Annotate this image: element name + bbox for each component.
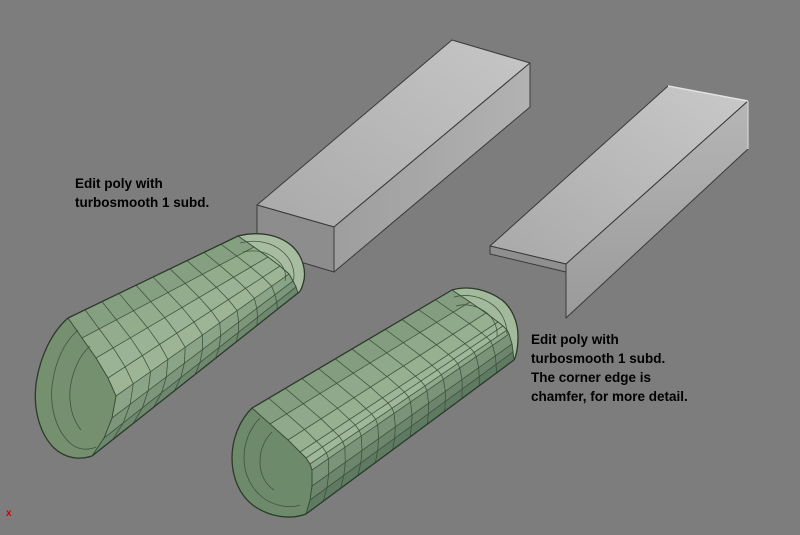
mesh-cap-edge [69,345,91,431]
mesh-cross-edge [435,299,498,373]
mesh-cross-edge [186,260,240,342]
mesh-cap-edge [259,431,275,491]
mesh-shading-strip [104,281,296,438]
mesh-shading-strip [270,302,486,440]
mesh-cap-edge [242,250,286,282]
mesh-cross-edge [301,378,363,476]
mesh-long-edge [107,265,281,379]
mesh-long-edge [299,321,499,453]
mesh-end-cap [238,233,305,293]
mesh-cap-silhouette [237,233,306,294]
mesh-cross-edge [101,301,152,424]
mesh-cross-edge [418,309,480,386]
sheet-base-mesh[interactable] [489,85,749,319]
mesh-long-edge [311,333,510,471]
mesh-cap-edge [455,304,498,338]
mesh-shading-strip [92,287,298,456]
mesh-shading-strip [68,236,254,338]
annotation-line: turbosmooth 1 subd. [75,195,210,210]
turbosmooth-chamfer-mesh[interactable] [231,287,519,518]
mesh-end-cap [35,318,117,459]
mesh-cap-edge [51,329,97,450]
mesh-shading-strip [288,313,498,452]
axis-x-label: x [6,508,12,519]
mesh-cross-edge [152,276,203,375]
mesh-cross-edge [268,397,330,502]
mesh-cross-edge [335,358,396,450]
mesh-cross-edge [401,319,463,399]
mesh-cross-edge [285,388,346,489]
annotation-line: The corner edge is [531,370,652,385]
mesh-cross-edge [318,368,380,463]
sheet-thickness-edge [489,245,567,273]
mesh-cap-edge [239,240,295,283]
mesh-long-edge [251,289,453,409]
mesh-cross-edge [351,348,413,438]
mesh-profile-edge [67,317,117,457]
mesh-long-edge [309,351,514,501]
annotation-line: turbosmooth 1 subd. [531,351,666,366]
mesh-long-edge [81,246,255,339]
mesh-long-edge [111,280,294,419]
mesh-cross-edge [135,284,186,391]
mesh-cross-edge [220,243,278,310]
mesh-shading-strip [82,247,268,358]
mesh-long-edge [269,301,471,425]
mesh-cap-edge [453,295,508,335]
mesh-long-edge [305,359,515,515]
mesh-shading-strip [300,322,503,458]
mesh-shading-strip [96,257,280,378]
mesh-long-edge [309,329,508,465]
mesh-cross-edge [169,268,222,359]
mesh-cross-edge [385,329,446,412]
annotation-line: Edit poly with [531,332,619,347]
mesh-shading-strip [252,290,470,424]
mesh-long-edge [91,292,299,457]
mesh-shading-strip [108,266,289,396]
mesh-cap-edge [243,417,301,507]
annotation-right: Edit poly with turbosmooth 1 subd. The c… [531,330,688,406]
sheet-highlight-edge-top [667,85,749,102]
mesh-cross-edge [368,338,430,425]
mesh-cross-edge [203,252,259,326]
mesh-profile-edge [251,407,313,515]
turbosmooth-mesh[interactable] [34,233,306,459]
mesh-long-edge [311,343,513,487]
mesh-long-edge [67,235,239,319]
annotation-line: chamfer, for more detail. [531,389,688,404]
mesh-end-cap [452,288,518,360]
annotation-left: Edit poly with turbosmooth 1 subd. [75,174,209,212]
mesh-cap-silhouette [451,287,519,361]
mesh-long-edge [305,325,504,459]
mesh-cross-edge [84,309,134,440]
annotation-line: Edit poly with [75,176,163,191]
mesh-end-cap [232,408,312,518]
mesh-cap-silhouette [34,317,93,459]
mesh-cross-edge [118,293,169,408]
box-base-mesh[interactable] [256,39,531,273]
mesh-long-edge [103,286,297,439]
mesh-long-edge [115,273,290,397]
mesh-long-edge [287,312,487,441]
mesh-cap-silhouette [231,407,307,518]
mesh-long-edge [95,256,269,359]
